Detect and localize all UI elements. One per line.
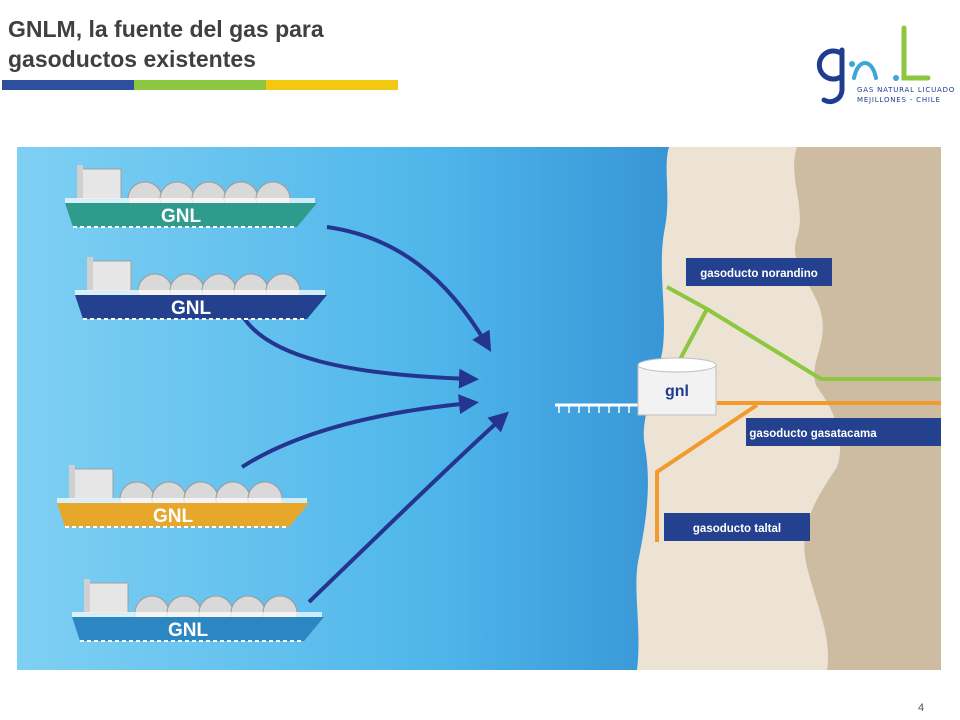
ship-hull — [75, 295, 327, 319]
label-taltal-text: gasoducto taltal — [693, 523, 781, 535]
arrow-from-ship-2 — [240, 313, 479, 389]
ship-deck — [57, 498, 307, 504]
arrow-from-ship-3 — [240, 394, 479, 469]
lng-terminal-tank: gnl — [637, 357, 717, 416]
pier — [555, 403, 639, 413]
logo-n-letter — [852, 61, 878, 80]
title-line-1: GNLM, la fuente del gas para — [8, 16, 324, 42]
arrow-from-ship-1 — [326, 225, 492, 352]
ship-mast — [84, 579, 90, 613]
ship-label: GNL — [161, 206, 202, 227]
logo-dot — [849, 61, 855, 67]
logo-subtitle-1: GAS NATURAL LICUADO — [857, 86, 956, 94]
page-title: GNLM, la fuente del gas para gasoductos … — [8, 14, 408, 74]
label-gasatacama-text: gasoducto gasatacama — [749, 428, 877, 440]
terminal-logo: gnl — [665, 383, 689, 400]
label-norandino-text: gasoducto norandino — [700, 268, 818, 280]
title-line-2: gasoductos existentes — [8, 46, 256, 72]
page-number: 4 — [918, 702, 925, 714]
ship-hull — [57, 503, 309, 527]
logo-g-letter — [816, 47, 845, 105]
ship-mast — [69, 465, 75, 499]
pipeline-taltal-line — [655, 403, 759, 542]
ship-label: GNL — [171, 298, 212, 319]
ship-hull — [72, 617, 324, 641]
ship-bridge — [88, 260, 132, 292]
lng-ship-1: GNL — [65, 165, 317, 228]
label-norandino: gasoducto norandino — [686, 258, 832, 286]
accent-blue — [2, 80, 134, 90]
ship-bridge — [78, 168, 122, 200]
ship-bridge — [85, 582, 129, 614]
ship-deck — [75, 290, 325, 296]
pipeline-norandino-line — [666, 285, 941, 381]
lng-ship-4: GNL — [72, 579, 324, 642]
lng-ship-2: GNL — [75, 257, 327, 320]
logo-subtitle-2: MEJILLONES - CHILE — [857, 96, 941, 104]
lng-ship-3: GNL — [57, 465, 309, 528]
ship-label: GNL — [153, 506, 194, 527]
accent-green — [134, 80, 266, 90]
lng-distribution-diagram: gnl gasoducto norandino gasoducto gasata… — [17, 147, 941, 670]
gnl-logo — [816, 25, 931, 105]
ship-mast — [87, 257, 93, 291]
ship-mast — [77, 165, 83, 199]
title-accent-bar — [2, 80, 398, 90]
arrow-from-ship-4 — [307, 411, 509, 604]
ship-hull — [65, 203, 317, 227]
ship-bridge — [70, 468, 114, 500]
accent-yellow — [266, 80, 398, 90]
logo-dot — [893, 75, 899, 81]
flow-arrows — [240, 225, 509, 604]
logo-l-letter — [901, 25, 931, 81]
ship-label: GNL — [168, 620, 209, 641]
ship-deck — [72, 612, 322, 618]
ship-deck — [65, 198, 315, 204]
label-taltal: gasoducto taltal — [664, 513, 810, 541]
label-gasatacama: gasoducto gasatacama — [746, 418, 941, 446]
